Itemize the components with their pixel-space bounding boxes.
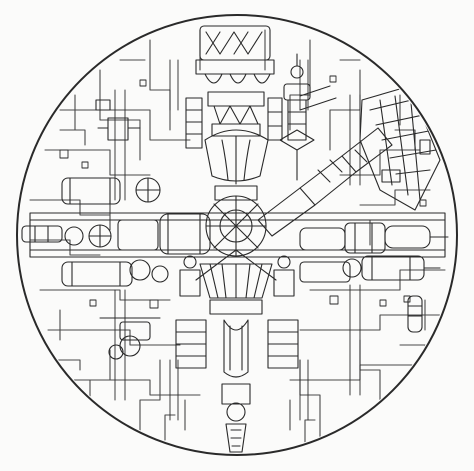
right-tower xyxy=(279,53,315,181)
vertical-stripes xyxy=(114,59,361,421)
left-pillars xyxy=(185,97,283,149)
right-machine xyxy=(299,139,449,333)
horizontal-bands xyxy=(29,212,446,258)
central-column xyxy=(175,25,299,453)
outer-circle xyxy=(16,14,458,456)
left-machine xyxy=(21,99,211,360)
diagonal-arm xyxy=(257,85,441,237)
